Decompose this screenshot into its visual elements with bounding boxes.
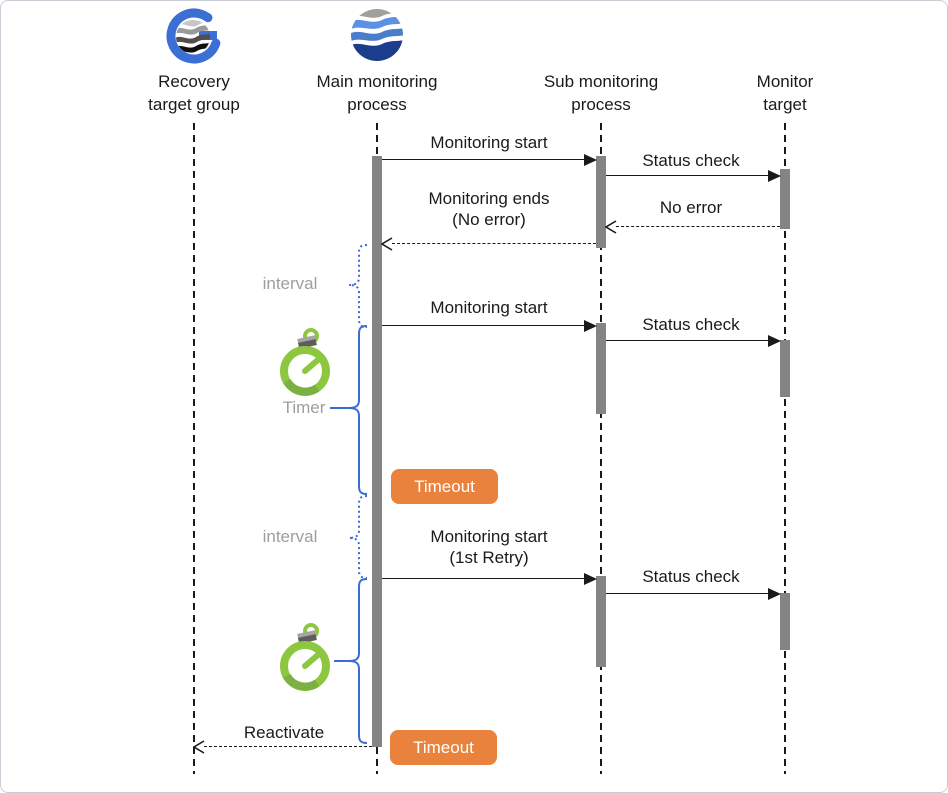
activation-bar-sub-3 (596, 576, 606, 667)
timer-brace-connector-2 (334, 660, 349, 662)
activation-bar-target-1 (780, 169, 790, 229)
arrow-reactivate (193, 740, 372, 754)
interval-brace-2 (348, 495, 368, 579)
timeout-badge-1: Timeout (391, 469, 498, 504)
timeout-badge-2: Timeout (390, 730, 497, 765)
arrow-monitoring-start-2 (382, 319, 597, 333)
message-label-monitoring-start-retry: Monitoring start (1st Retry) (430, 527, 548, 567)
arrow-status-check-3 (606, 587, 781, 601)
arrow-status-check-2 (606, 334, 781, 348)
arrowhead-icon (584, 320, 597, 332)
arrow-no-error-return (605, 220, 780, 234)
arrowhead-icon (584, 154, 597, 166)
arrowhead-icon (768, 335, 781, 347)
arrowhead-icon (768, 170, 781, 182)
stopwatch-icon (280, 623, 330, 691)
open-arrowhead-icon (193, 740, 205, 754)
arrow-status-check-1 (606, 169, 781, 183)
interval-label-2: interval (262, 527, 318, 546)
timer-brace-2 (348, 578, 368, 744)
open-arrowhead-icon (381, 237, 393, 251)
activation-bar-target-3 (780, 593, 790, 650)
message-label-no-error: No error (659, 198, 723, 217)
lifeline-sub-monitoring-process (600, 123, 602, 774)
message-label-status-check-2: Status check (642, 315, 740, 334)
lifeline-label-recovery-target-group: Recovery target group (148, 72, 240, 114)
message-label-reactivate: Reactivate (243, 723, 325, 742)
timer-brace-1 (348, 325, 368, 495)
arrowhead-icon (768, 588, 781, 600)
interval-brace-1 (348, 244, 368, 328)
timer-label: Timer (282, 398, 326, 417)
arrow-monitoring-start-1 (382, 153, 597, 167)
message-label-status-check-1: Status check (642, 151, 740, 170)
activation-bar-main (372, 156, 382, 747)
arrow-monitoring-ends-return (381, 237, 596, 251)
wave-sphere-logo-icon (351, 9, 403, 61)
lifeline-monitor-target (784, 123, 786, 774)
stopwatch-icon (280, 328, 330, 396)
timer-brace-connector-1 (330, 407, 349, 409)
lifeline-label-sub-monitoring-process: Sub monitoring process (543, 72, 659, 114)
lifeline-recovery-target-group (193, 123, 195, 774)
activation-bar-sub-2 (596, 323, 606, 414)
arrowhead-icon (584, 573, 597, 585)
lifeline-label-main-monitoring-process: Main monitoring process (316, 72, 438, 114)
message-label-monitoring-ends: Monitoring ends (No error) (428, 189, 550, 229)
activation-bar-sub-1 (596, 156, 606, 248)
activation-bar-target-2 (780, 340, 790, 397)
message-label-status-check-3: Status check (642, 567, 740, 586)
open-arrowhead-icon (605, 220, 617, 234)
arrow-monitoring-start-retry (382, 572, 597, 586)
globe-g-logo-icon (166, 8, 222, 64)
message-label-monitoring-start-1: Monitoring start (430, 133, 548, 152)
interval-label-1: interval (262, 274, 318, 293)
message-label-monitoring-start-2: Monitoring start (430, 298, 548, 317)
lifeline-label-monitor-target: Monitor target (756, 72, 814, 114)
